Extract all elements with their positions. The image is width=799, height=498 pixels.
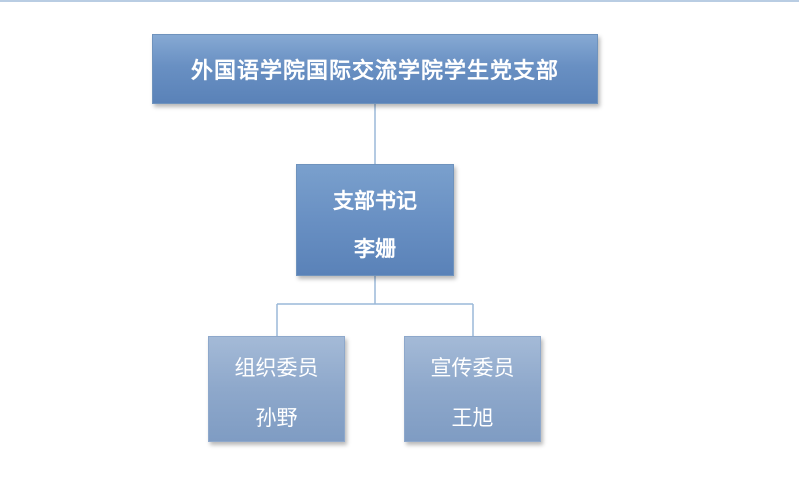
root-node: 外国语学院国际交流学院学生党支部 [152,34,598,104]
secretary-node: 支部书记 李姗 [296,164,454,276]
organization-member-node: 组织委员 孙野 [208,336,345,442]
propaganda-member-name: 王旭 [451,406,494,430]
propaganda-member-title: 宣传委员 [430,356,515,380]
organization-member-title: 组织委员 [234,356,319,380]
secretary-title: 支部书记 [333,189,417,213]
root-node-label: 外国语学院国际交流学院学生党支部 [190,59,559,84]
propaganda-member-node: 宣传委员 王旭 [404,336,541,442]
secretary-name: 李姗 [354,237,396,261]
organization-member-name: 孙野 [255,406,298,430]
top-divider [0,0,799,2]
